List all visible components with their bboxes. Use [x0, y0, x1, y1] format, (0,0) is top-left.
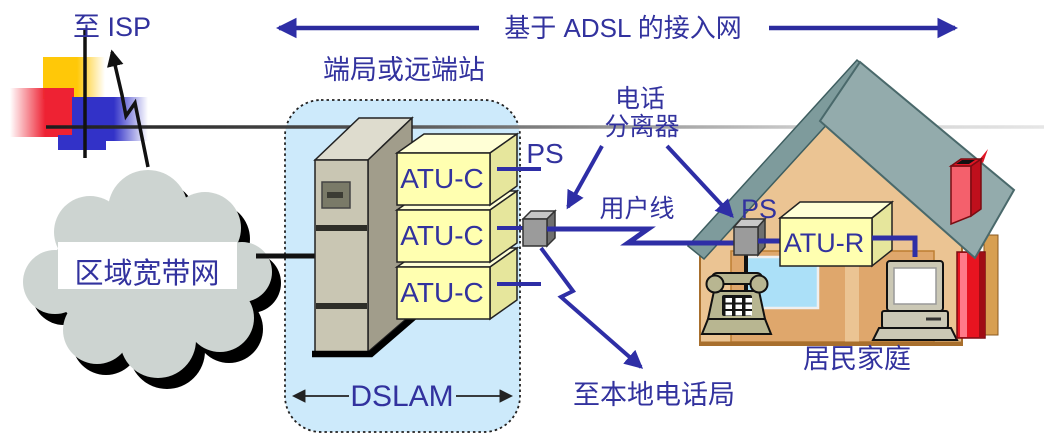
atu-c-label-1: ATU-C — [400, 163, 483, 194]
dslam-caption: DSLAM — [291, 380, 514, 413]
splitter-callout-arrow-left — [566, 145, 604, 210]
atur-computer-link — [872, 235, 918, 257]
cloud-body — [23, 170, 272, 378]
phone-splitter-callout: 电话 分离器 — [566, 85, 680, 210]
subscriber-line-label: 用户线 — [599, 195, 674, 223]
decorative-squares — [10, 57, 148, 150]
house — [686, 58, 1016, 346]
home-label: 居民家庭 — [803, 344, 911, 374]
atu-c-label-2: ATU-C — [400, 220, 483, 251]
red-pillar — [956, 251, 986, 339]
splitter-callout-arrow-right — [665, 144, 734, 219]
interior-divider — [845, 251, 859, 342]
ps-label-home: PS — [741, 194, 777, 224]
phone-splitter-label-line1: 电话 — [615, 85, 665, 113]
ps-label-office: PS — [526, 138, 563, 169]
atu-r-box: ATU-R — [777, 200, 895, 268]
atu-c-label-3: ATU-C — [400, 277, 483, 308]
regional-broadband-cloud: 区域宽带网 — [23, 170, 281, 389]
keypad — [725, 298, 752, 316]
diagram-title: 基于 ADSL 的接入网 — [504, 13, 741, 43]
phone-splitter-label-line2: 分离器 — [604, 113, 679, 141]
cloud-label-box — [58, 242, 237, 289]
splitter-box-home — [732, 217, 767, 257]
computer-icon — [871, 260, 959, 341]
cloud-label: 区域宽带网 — [74, 257, 219, 290]
header-span: 基于 ADSL 的接入网 — [275, 13, 959, 43]
to-local-office-label: 至本地电话局 — [573, 380, 735, 410]
to-isp-label: 至 ISP — [73, 12, 151, 42]
splitter-box-office — [521, 209, 557, 248]
chimney — [948, 149, 988, 226]
central-office-label: 端局或远端站 — [323, 55, 485, 85]
atu-r-label: ATU-R — [784, 228, 865, 258]
to-local-office-line — [539, 246, 644, 369]
telephone-icon — [700, 272, 773, 335]
subscriber-line — [547, 226, 736, 246]
to-isp-arrow — [107, 49, 150, 168]
side-wall-strip — [983, 234, 999, 336]
dslam-label: DSLAM — [350, 380, 453, 413]
